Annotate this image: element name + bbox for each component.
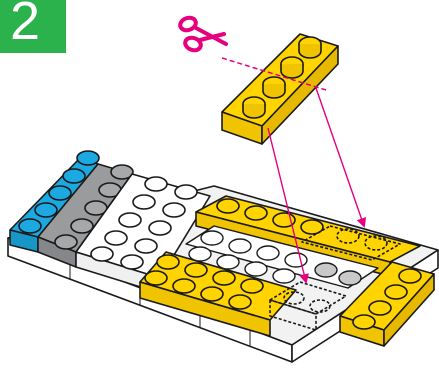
gray-brick-column (37, 163, 134, 268)
arrow-left (267, 127, 309, 284)
yellow-frame-front (139, 251, 347, 337)
yellow-frame-right (339, 261, 435, 347)
cut-line (221, 57, 327, 91)
white-inner-studs (185, 225, 379, 289)
step-number: 2 (9, 0, 41, 51)
floating-yellow-plate (221, 33, 339, 145)
scissors-icon (178, 15, 228, 53)
step-badge: 2 (0, 0, 66, 53)
blue-brick-column (9, 150, 100, 253)
arrow-right (315, 87, 367, 228)
white-brick-block (75, 173, 211, 294)
placement-arrows (267, 87, 367, 284)
